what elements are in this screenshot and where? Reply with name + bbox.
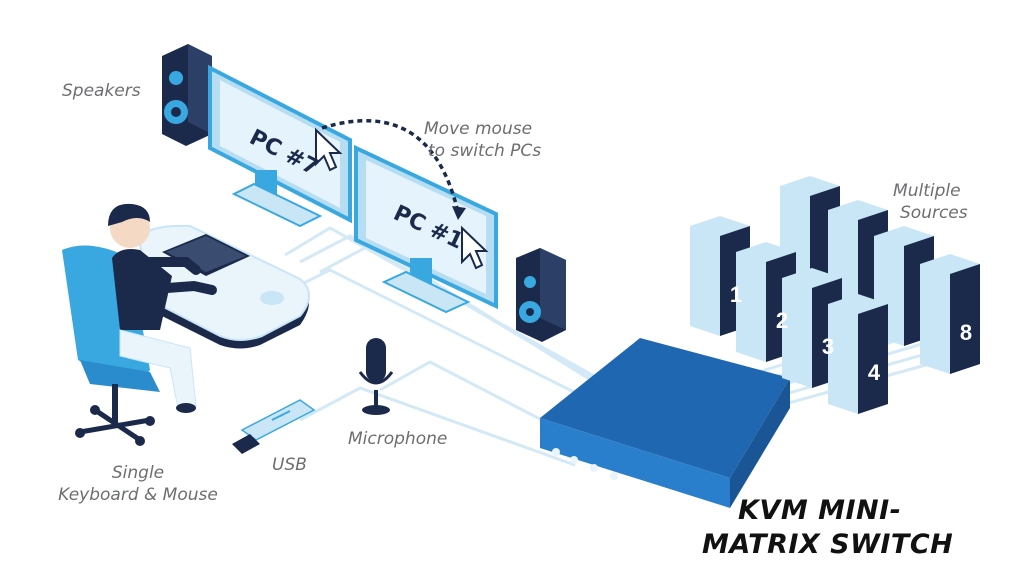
speaker-left <box>162 44 212 146</box>
speakers-label: Speakers <box>62 81 141 101</box>
single-keyboard-mouse-label: Single Keyboard & Mouse <box>52 462 224 506</box>
kvm-switch-box <box>540 338 790 508</box>
monitor-left <box>208 64 352 228</box>
single-km-line2: Keyboard & Mouse <box>58 485 218 505</box>
cursor-left-icon <box>315 127 343 172</box>
microphone-label: Microphone <box>348 429 448 449</box>
move-mouse-label: Move mouse to switch PCs <box>424 118 541 162</box>
usb-icon <box>232 399 316 454</box>
server-tower <box>828 294 888 414</box>
product-title-line2: MATRIX SWITCH <box>702 529 954 560</box>
product-title-line1: KVM MINI- <box>738 495 902 526</box>
single-km-line1: Single <box>111 463 165 483</box>
server-rack: 1 2 3 4 8 <box>690 176 980 414</box>
server-number: 2 <box>776 308 788 333</box>
speaker-right <box>516 248 566 342</box>
server-number: 4 <box>868 360 881 385</box>
microphone-icon <box>358 338 394 415</box>
move-mouse-line1: Move mouse <box>424 119 533 139</box>
server-number: 8 <box>960 320 972 345</box>
person-at-desk <box>62 203 217 446</box>
monitor-right <box>354 144 498 314</box>
switch-arc <box>321 119 460 213</box>
cursor-right-icon <box>461 225 489 270</box>
multiple-sources-line2: Sources <box>900 203 968 223</box>
multiple-sources-line1: Multiple <box>893 181 961 201</box>
multiple-sources-label: Multiple Sources <box>886 180 968 224</box>
move-mouse-line2: to switch PCs <box>428 141 542 161</box>
usb-label: USB <box>272 455 307 475</box>
server-number: 3 <box>822 334 834 359</box>
server-tower <box>920 254 980 374</box>
server-number: 1 <box>730 282 742 307</box>
